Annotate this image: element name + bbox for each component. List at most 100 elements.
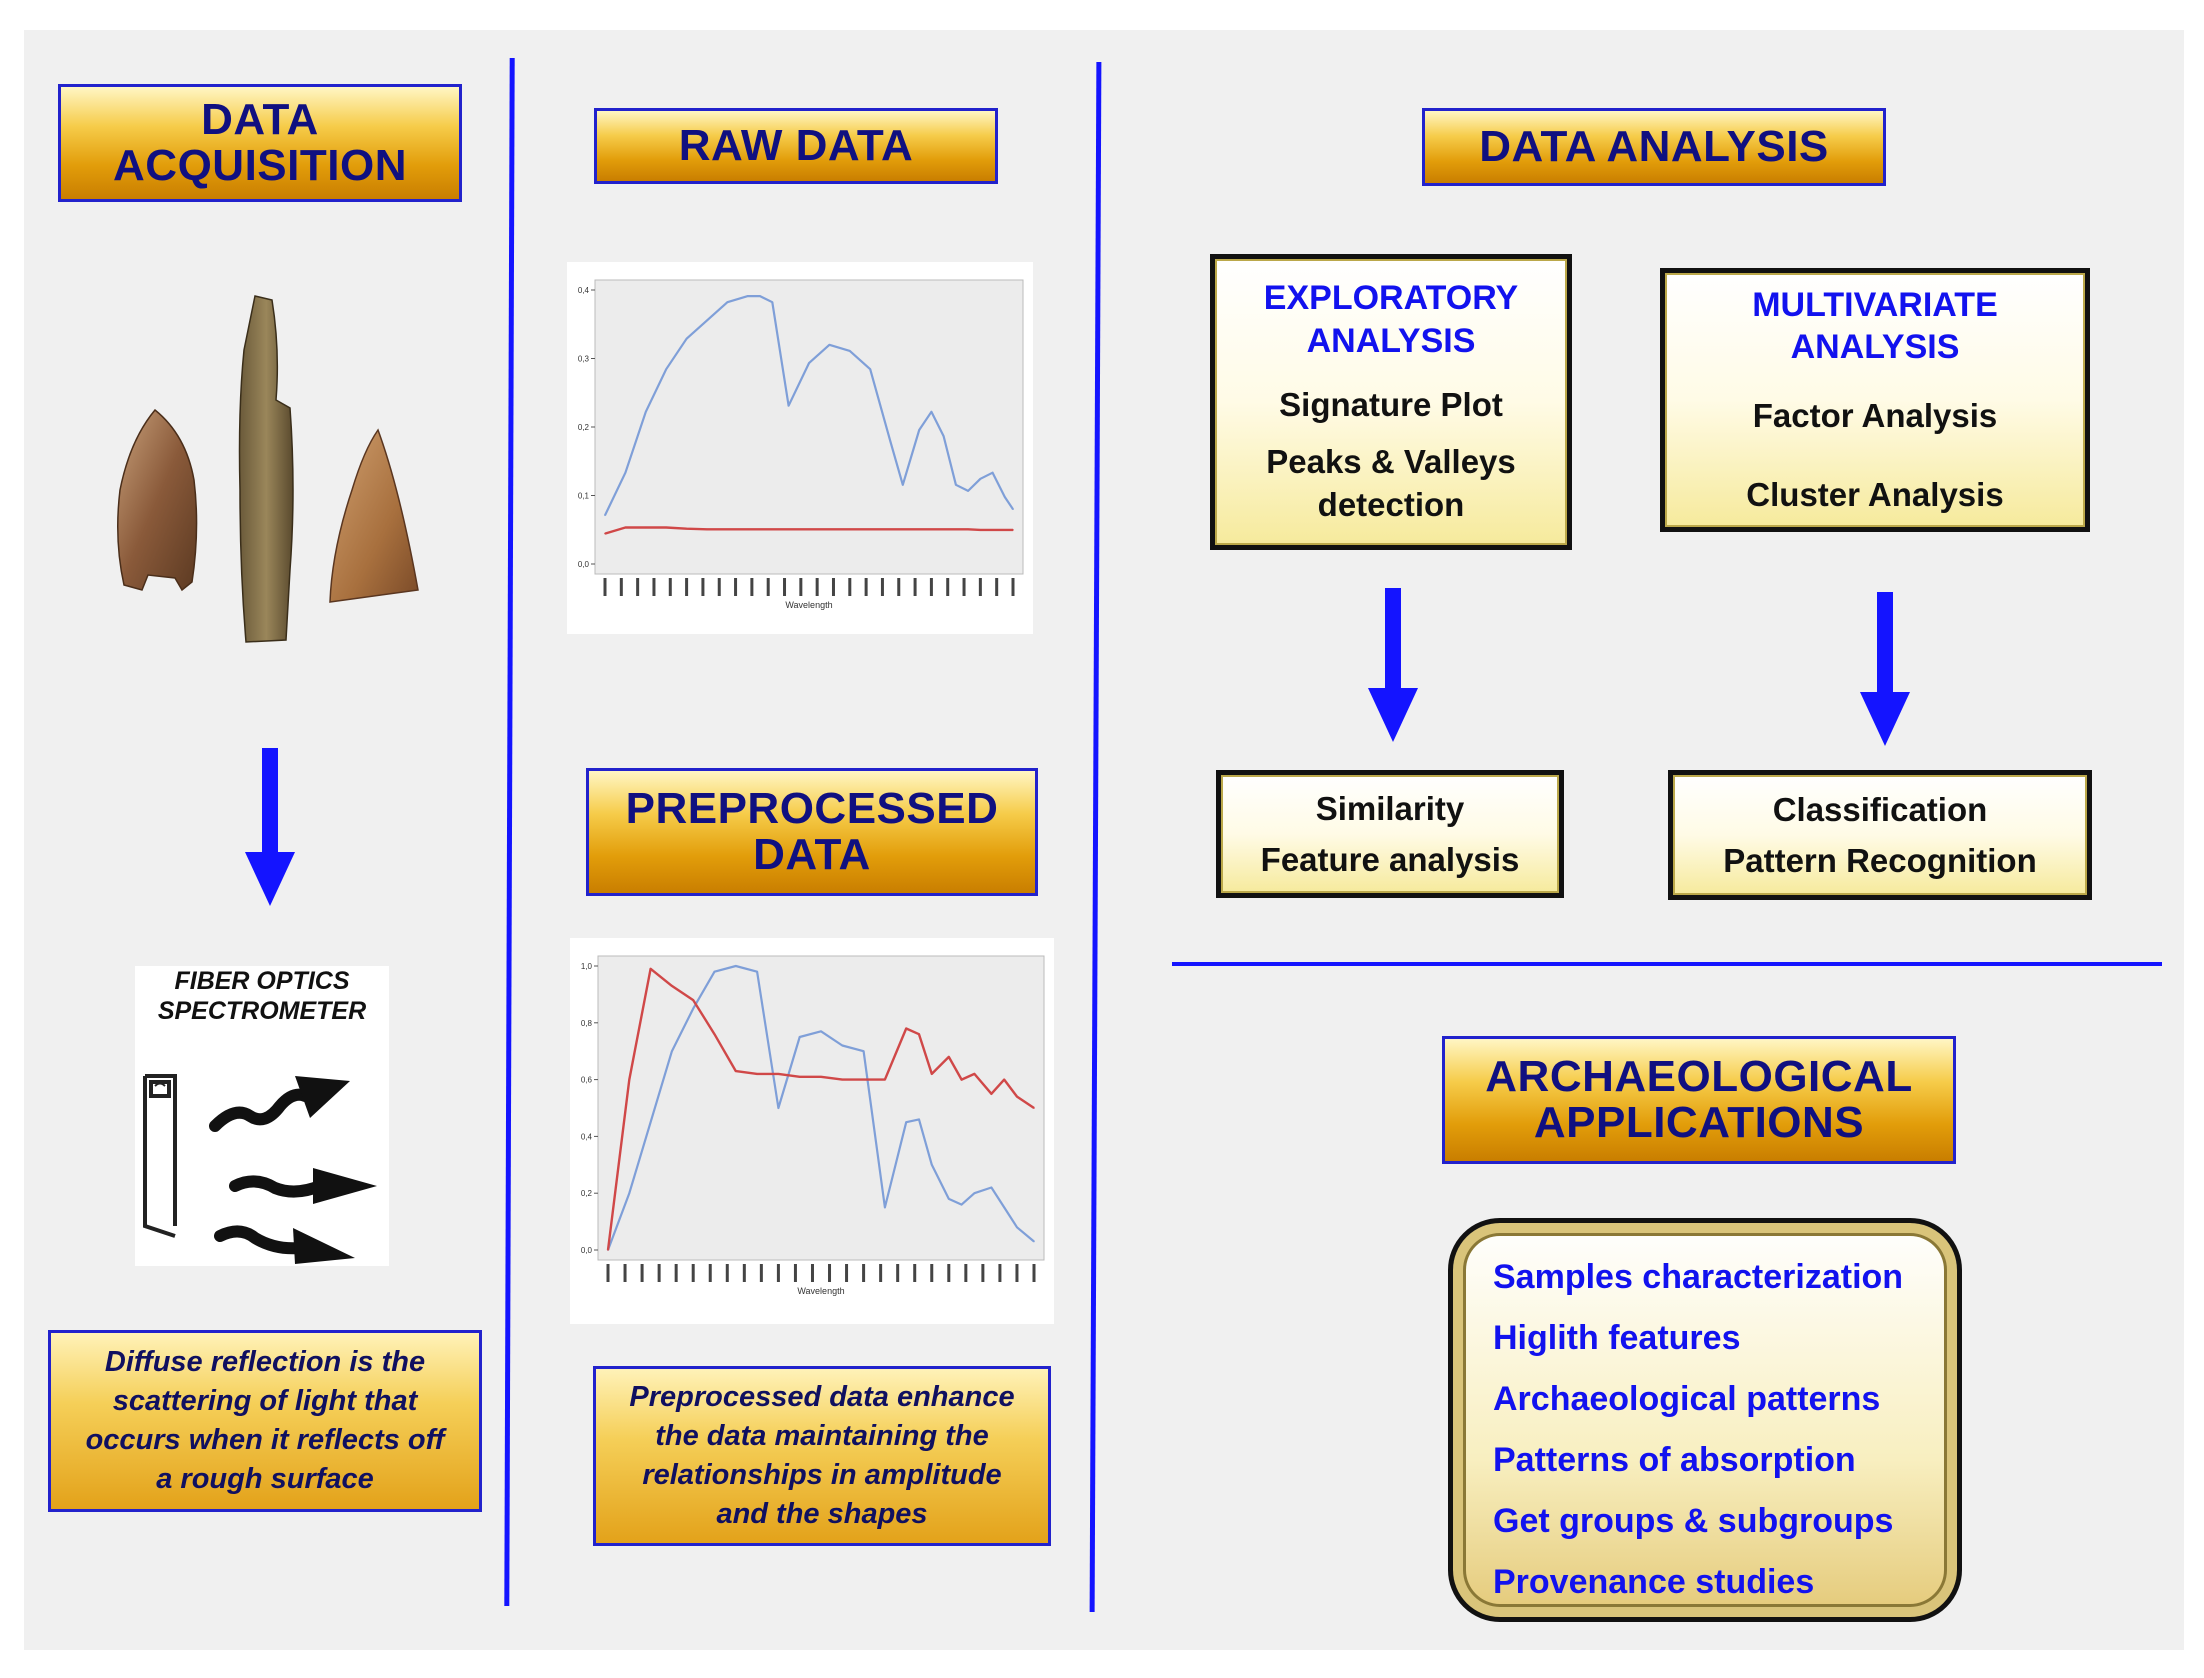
pre-data-point [756,970,758,973]
pre-y-tick-label: 0,8 [581,1019,593,1028]
pre-data-point [948,1198,950,1200]
multivariate-item-factor: Factor Analysis [1752,396,1998,434]
raw-x-tick-label [603,578,607,596]
raw-data-point [706,528,708,531]
multivariate-down-arrow-icon [1860,592,1910,746]
pre-data-point [1003,1206,1005,1209]
result-classification: Classification [1772,790,1988,828]
result-feature-analysis: Feature analysis [1260,841,1520,878]
pre-data-point [973,1192,976,1194]
raw-data-point [645,526,647,529]
raw-series-line [604,295,1014,516]
pre-x-tick-label [606,1264,610,1282]
raw-y-tick-label: 0,1 [578,492,590,501]
arrowhead-artifact [117,408,198,592]
raw-data-point [808,362,810,364]
pre-data-point [820,1075,822,1078]
pre-x-tick-label [862,1264,866,1282]
blade-artifact [238,295,294,643]
raw-data-point [665,526,667,529]
raw-data-point [902,484,904,486]
pre-y-tick-label: 0,2 [581,1189,593,1198]
reflected-ray-middle [229,1175,326,1198]
raw-y-tick-label: 0,0 [578,560,590,569]
raw-data-point [967,528,969,531]
raw-x-tick-label [946,578,950,596]
raw-data-point [1012,529,1014,531]
raw-data-point [726,301,729,303]
raw-x-tick-label [848,578,852,596]
raw-data-point [889,528,892,531]
pre-data-point [777,1073,780,1075]
pre-data-point [649,968,652,970]
pre-data-point [671,985,673,987]
stone-artifacts-image [117,295,419,643]
raw-data-point [645,410,647,413]
pre-x-tick-label [879,1264,883,1282]
raw-x-tick-label [831,578,835,596]
pre-data-point [1016,1095,1018,1098]
raw-data-point [991,471,994,474]
exploratory-heading: EXPLORATORY ANALYSIS [1263,279,1519,360]
raw-x-tick-label [995,578,999,596]
raw-data-point [955,528,957,531]
raw-x-tick-label [880,578,884,596]
pre-data-point [884,1206,886,1209]
data-acquisition-title: DATA ACQUISITION [58,84,462,202]
raw-data-point [828,344,831,346]
raw-data-point [604,532,606,535]
pre-data-point [777,1107,780,1109]
raw-x-tick-label [897,578,901,596]
raw-data-point [706,319,708,322]
raw-y-tick-label: 0,2 [578,423,590,432]
pre-x-tick-label [708,1264,712,1282]
pre-data-point [1033,1240,1035,1243]
raw-x-tick-label [766,578,770,596]
spectrometer-illustration: FIBER OPTICS SPECTROMETER [135,966,389,1266]
pre-data-point [930,1164,933,1166]
raw-data-point [787,404,790,407]
exploratory-down-arrow-icon [1368,588,1418,742]
pre-data-point [798,1075,801,1078]
raw-x-tick-label [799,578,803,596]
pre-data-point [990,1093,993,1095]
raw-data-point [747,528,749,531]
raw-x-tick-label [668,578,672,596]
pre-x-tick-label [691,1264,695,1282]
pre-x-tick-label [964,1264,968,1282]
raw-data-point [771,528,774,531]
raw-data-point [726,528,729,531]
pre-x-tick-label [845,1264,849,1282]
pre-data-point [756,1073,758,1075]
raw-data-point [849,528,851,531]
pre-x-tick-label [930,1264,934,1282]
preprocessed-note: Preprocessed data enhance the data maint… [593,1366,1051,1546]
application-item: Patterns of absorption [1493,1441,1856,1479]
raw-data-point [942,435,945,437]
pre-x-tick-label [998,1264,1002,1282]
pre-x-tick-label [913,1264,917,1282]
classification-result-box: Classification Pattern Recognition [1668,770,2092,900]
pre-data-point [628,1078,631,1081]
pre-data-point [960,1078,963,1081]
archaeological-applications-title: ARCHAEOLOGICAL APPLICATIONS [1442,1036,1956,1164]
raw-x-axis-label: Wavelength [785,600,832,610]
multivariate-heading: MULTIVARIATE ANALYSIS [1752,285,1998,367]
raw-data-point [930,410,933,413]
pre-data-point [930,1073,933,1075]
preprocessed-data-title: PREPROCESSED DATA [586,768,1038,896]
raw-x-tick-label [701,578,705,596]
diffuse-reflection-note: Diffuse reflection is the scattering of … [48,1330,482,1512]
raw-data-point [1004,529,1006,531]
pre-x-tick-label [759,1264,763,1282]
raw-data-point [685,337,688,340]
raw-data-point [665,368,667,370]
raw-data-point [1004,496,1006,498]
raw-data-point [869,368,871,370]
exploratory-item-signature-plot: Signature Plot [1279,386,1503,424]
raw-data-point [808,528,810,531]
pre-x-tick-label [674,1264,678,1282]
pre-data-point [918,1033,920,1035]
raw-data-point [604,514,606,517]
